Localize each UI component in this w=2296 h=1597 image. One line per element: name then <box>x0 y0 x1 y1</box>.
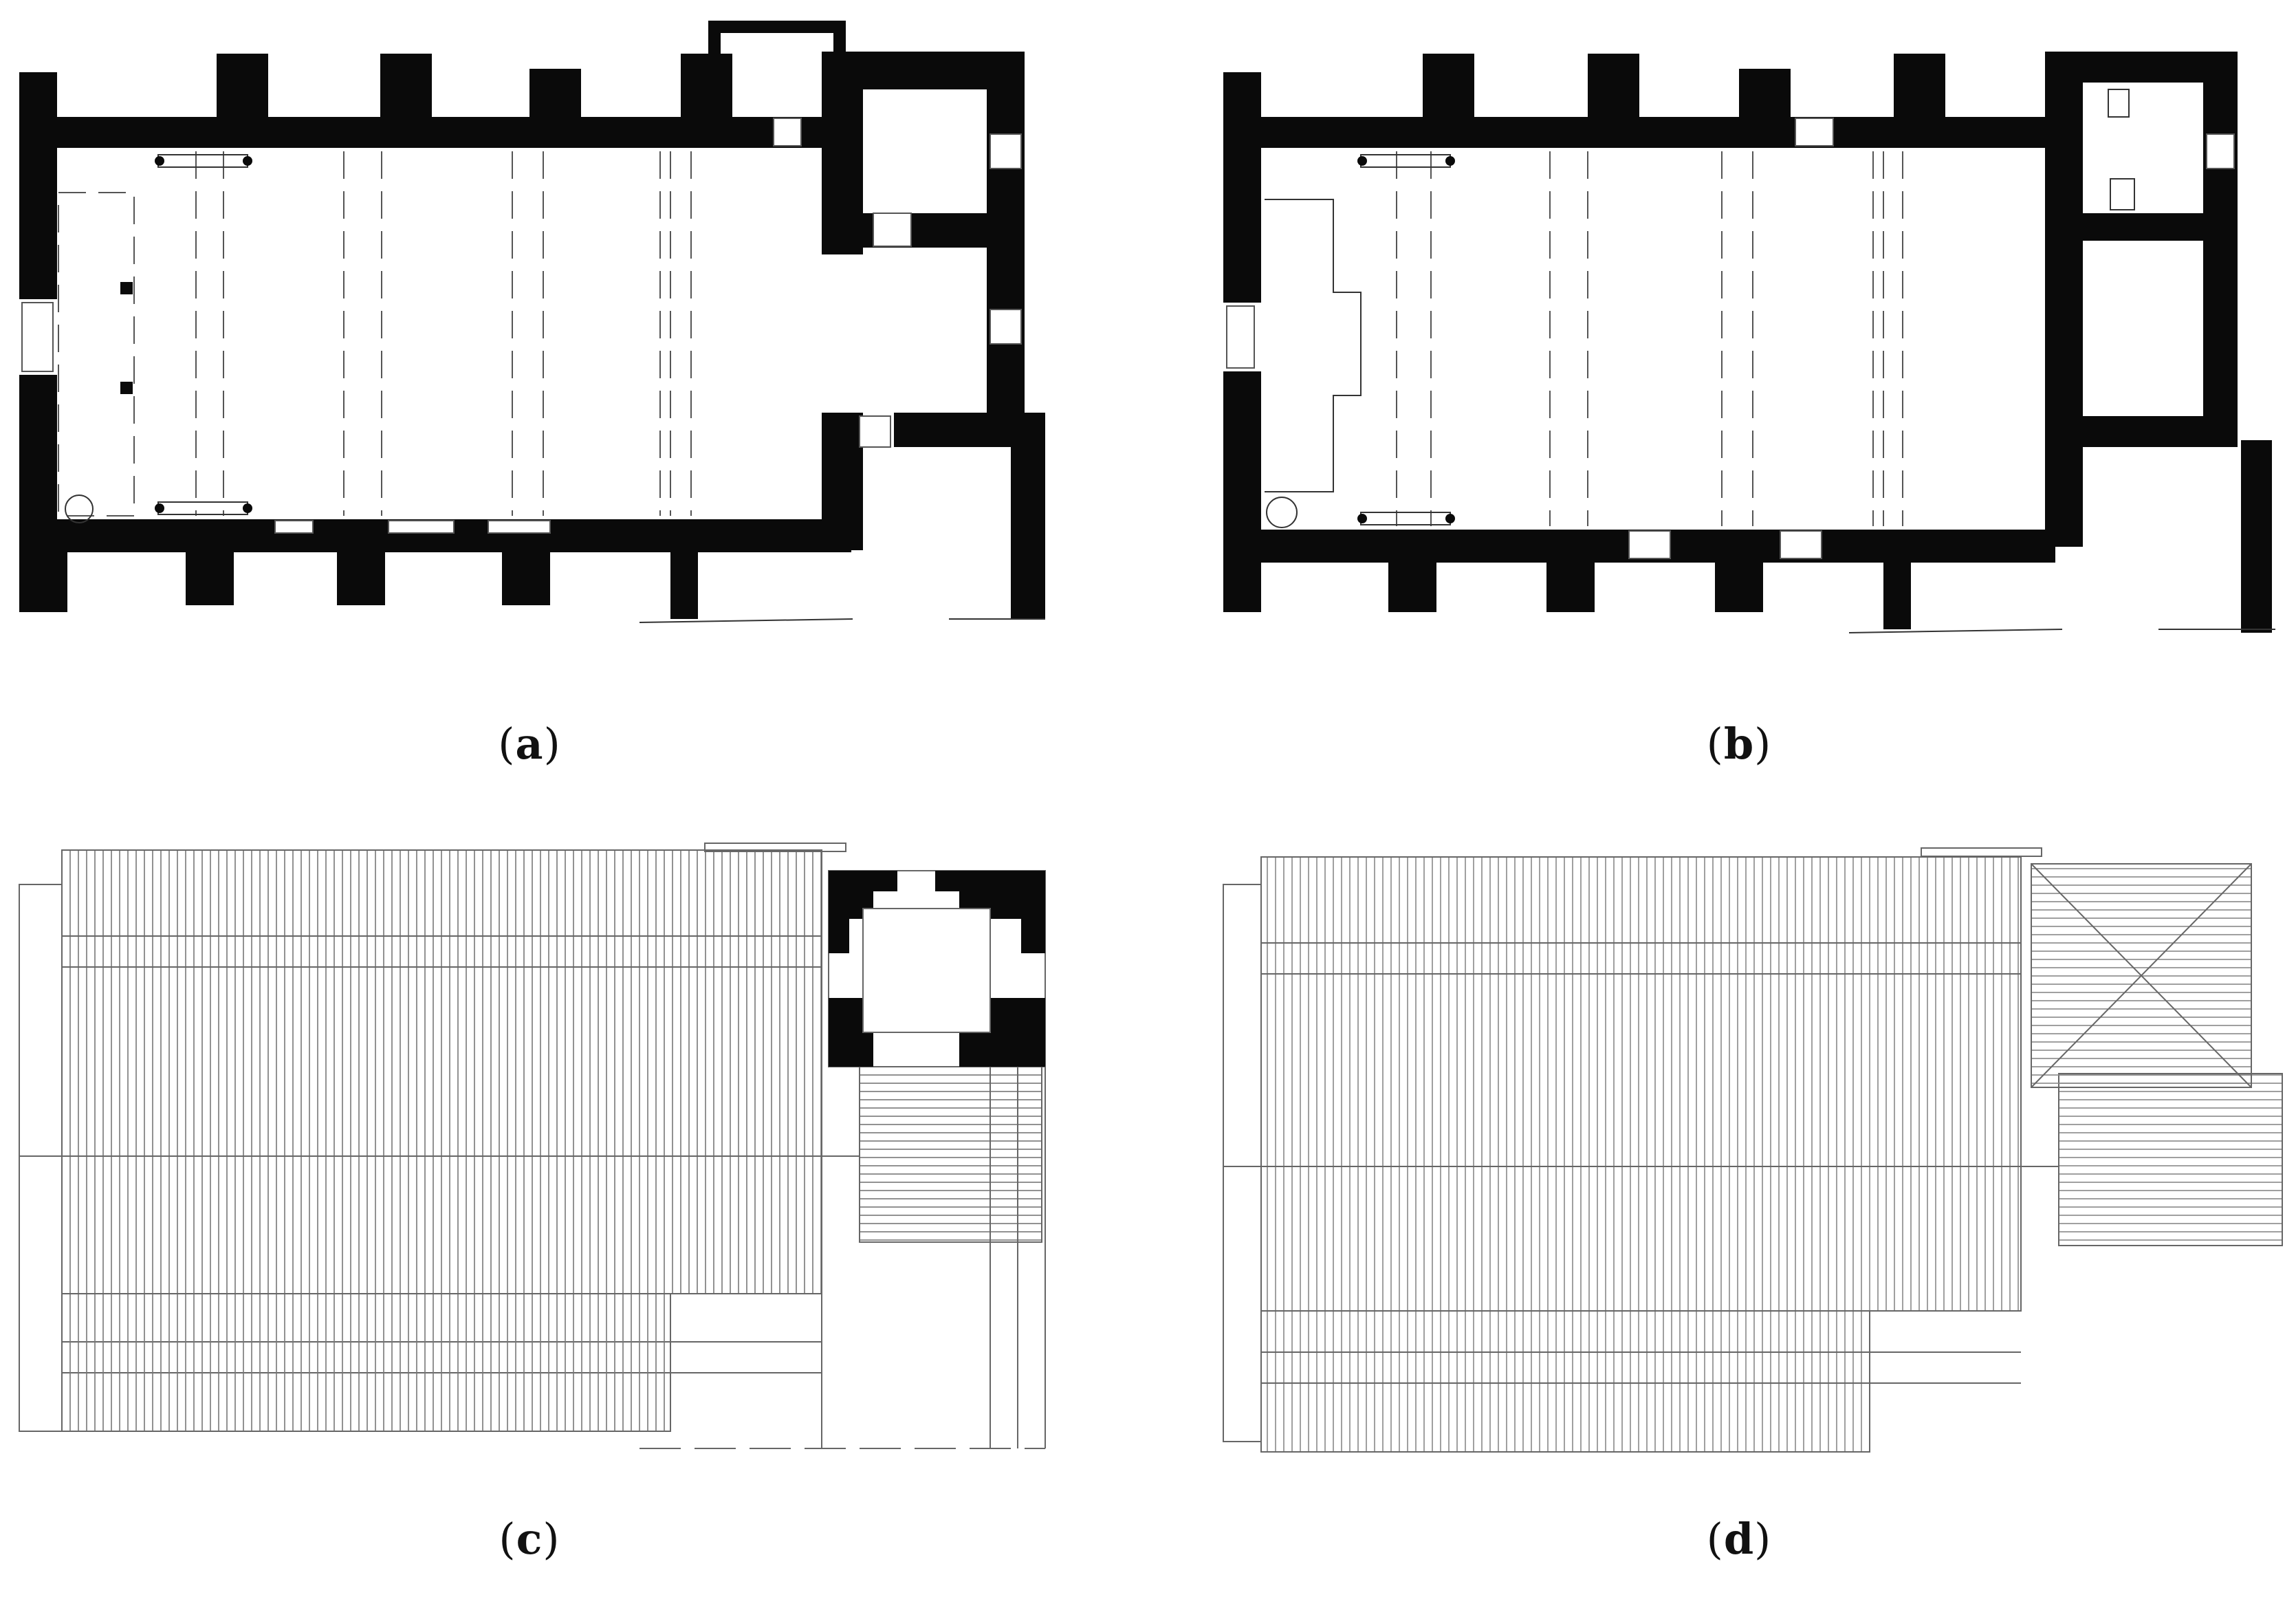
tower-door <box>873 213 912 247</box>
roof-plan-d-drawing <box>1223 847 2283 1453</box>
south-buttress-4 <box>670 550 698 619</box>
tower-east-wall <box>2203 52 2238 437</box>
tower-window-2 <box>990 309 1022 345</box>
north-buttress-4 <box>681 54 732 119</box>
nave-west-wall-lower <box>1223 371 1261 612</box>
floor-plan-a-drawing <box>19 21 1045 623</box>
nave-west-wall-upper <box>19 72 57 299</box>
annex-roof <box>2058 1073 2283 1246</box>
annex-door <box>859 415 891 448</box>
south-buttress-2 <box>337 550 385 605</box>
tower-cross-wall <box>2048 213 2238 241</box>
north-buttress-2 <box>380 54 432 119</box>
east-wall-lower <box>822 413 863 550</box>
north-buttress-2 <box>1588 54 1639 119</box>
panel-a-floor-plan: (a) <box>0 0 1148 798</box>
nave-west-wall-upper <box>1223 72 1261 303</box>
panel-d-roof-plan: (d) <box>1148 798 2296 1597</box>
panel-b-floor-plan: (b) <box>1148 0 2296 798</box>
caption-c: (c) <box>499 1514 560 1564</box>
tower-cross-wall <box>832 213 1025 248</box>
altar-outline <box>1265 199 1362 492</box>
panel-c-roof-plan: (c) <box>0 798 1148 1597</box>
north-buttress-3 <box>1739 69 1791 119</box>
south-window-3 <box>488 520 551 534</box>
roof-plan-c-drawing <box>19 843 1046 1449</box>
south-buttress-4 <box>1883 561 1911 629</box>
annex-roof <box>859 1066 1042 1243</box>
south-buttress-0 <box>19 550 67 612</box>
caption-a: (a) <box>498 719 561 769</box>
porch-left <box>708 21 721 120</box>
annex-north-wall <box>2048 416 2238 447</box>
west-window <box>21 302 54 372</box>
north-window <box>1795 118 1834 146</box>
annex-east-wall <box>2241 440 2272 633</box>
annex-east-wall <box>1011 413 1045 619</box>
south-buttress-1 <box>186 550 234 605</box>
west-window <box>1226 305 1255 369</box>
north-buttress-4 <box>1894 54 1945 119</box>
east-wall <box>2045 52 2083 547</box>
nave-north-wall <box>19 117 851 148</box>
floor-plan-b-drawing <box>1223 52 2275 633</box>
nave-roof <box>61 849 822 1294</box>
south-door-2 <box>1780 530 1822 559</box>
caption-b: (b) <box>1706 719 1772 769</box>
south-window-2 <box>388 520 455 534</box>
north-buttress-1 <box>1423 54 1474 119</box>
nave-roof <box>1260 856 2022 1312</box>
caption-d: (d) <box>1706 1514 1772 1564</box>
south-buttress-2 <box>1546 561 1595 612</box>
south-buttress-3 <box>502 550 550 605</box>
tower-window <box>2206 133 2235 169</box>
north-buttress-3 <box>529 69 581 119</box>
south-window-1 <box>274 520 314 534</box>
porch-top <box>708 21 846 33</box>
north-door-opening <box>773 118 802 146</box>
tower-window-1 <box>990 133 1022 169</box>
south-buttress-1 <box>1388 561 1436 612</box>
porch-right <box>833 21 846 120</box>
nave-north-wall <box>1223 117 2055 148</box>
north-buttress-1 <box>217 54 268 119</box>
nave-west-wall-lower <box>19 375 57 552</box>
south-door-1 <box>1628 530 1671 559</box>
south-buttress-3 <box>1715 561 1763 612</box>
